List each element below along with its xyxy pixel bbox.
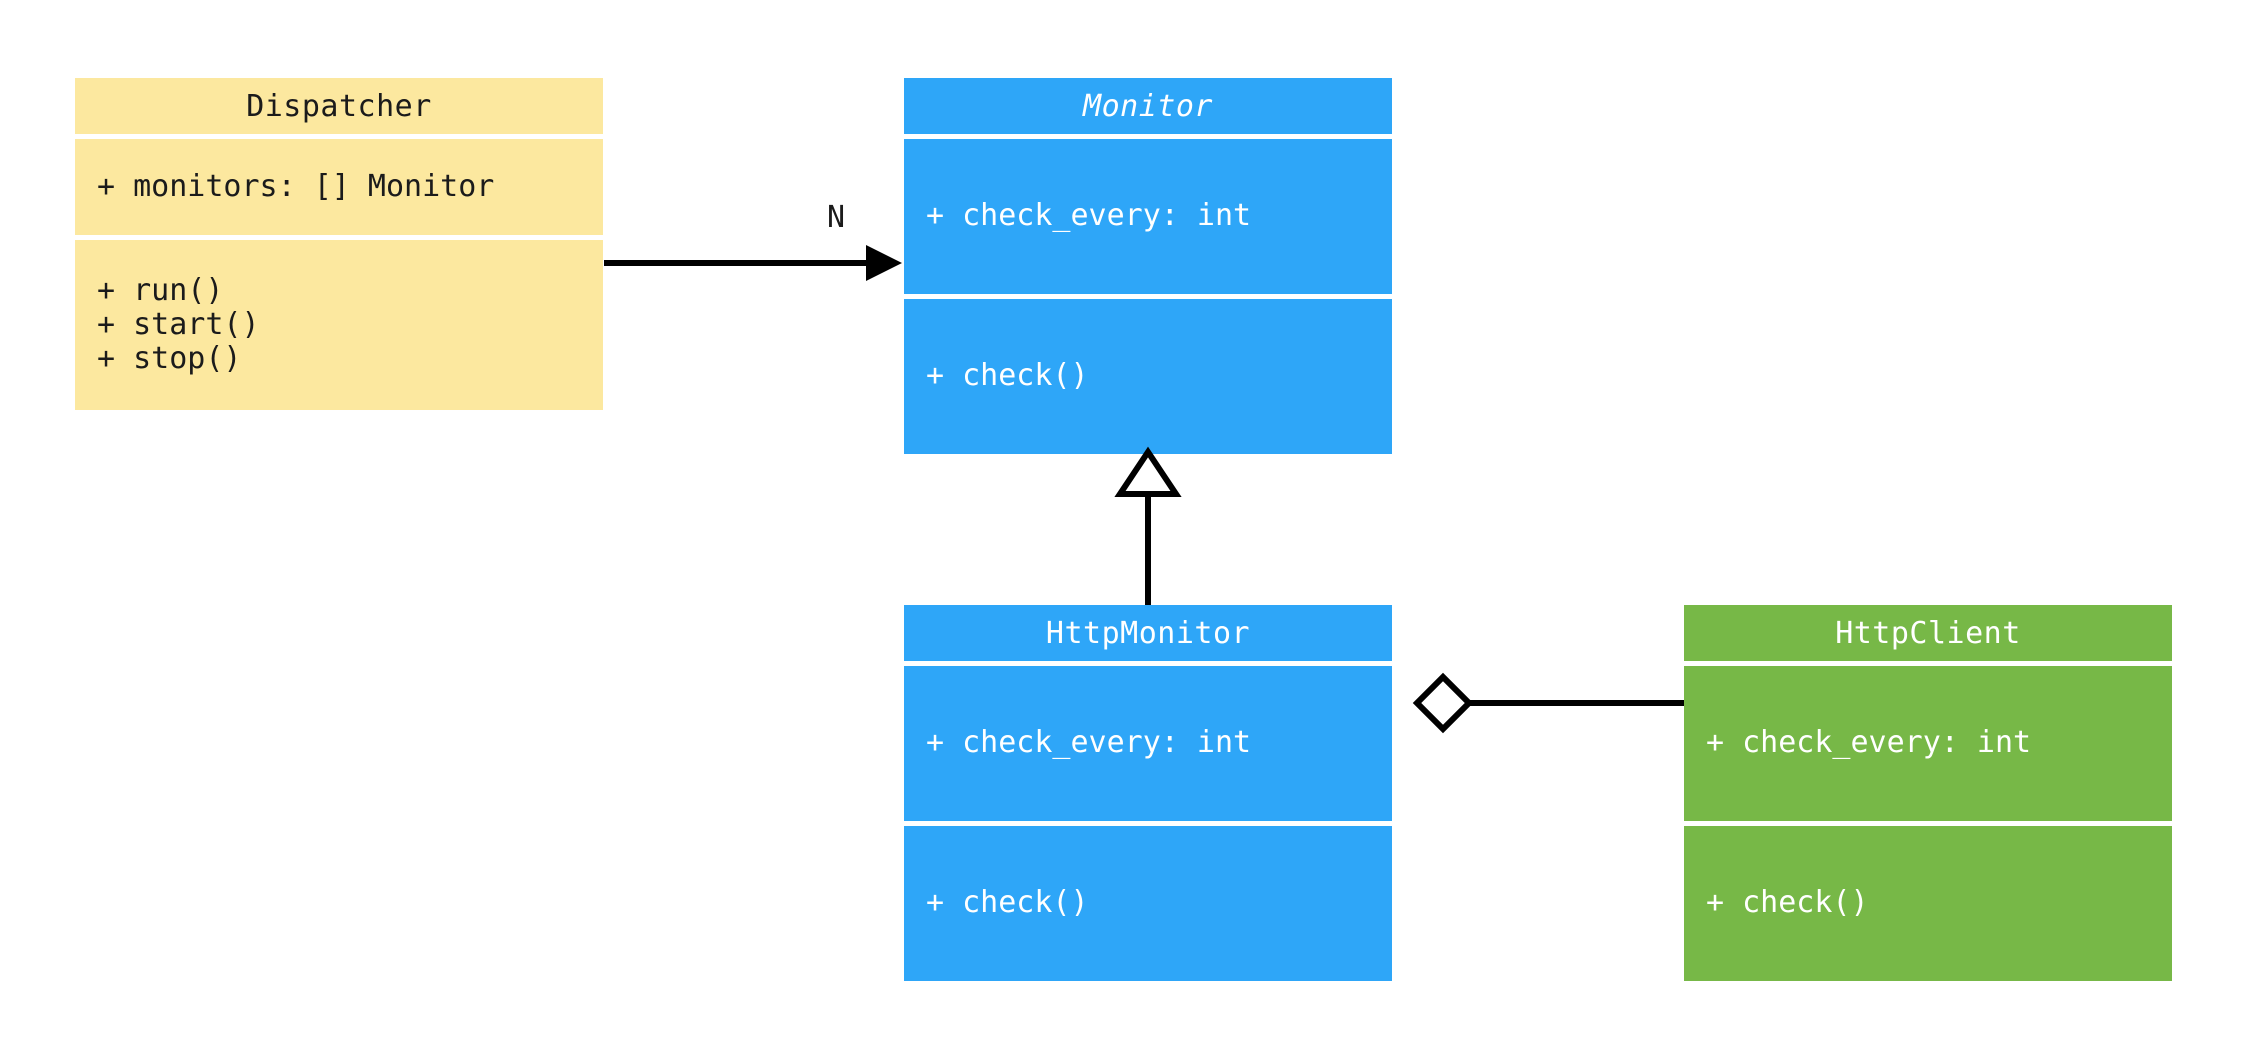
operation-row: + stop() [97,341,242,377]
class-name-httpmonitor: HttpMonitor [1045,615,1251,651]
class-box-httpclient[interactable]: HttpClient + check_every: int + check() [1684,605,2172,981]
class-title-compartment-dispatcher: Dispatcher [75,78,603,134]
operation-row: + check() [1706,885,1869,921]
attribute-row: + check_every: int [926,198,1252,234]
attribute-row: + monitors: [] Monitor [97,168,495,204]
attribute-row: + check_every: int [1706,725,2032,761]
class-title-compartment-monitor: Monitor [904,78,1392,134]
class-name-monitor: Monitor [1083,88,1213,124]
class-name-dispatcher: Dispatcher [246,88,432,124]
class-attributes-compartment-dispatcher: + monitors: [] Monitor [75,139,603,235]
operation-row: + check() [926,885,1089,921]
hollow-diamond-icon [1412,672,1474,734]
class-operations-compartment-httpclient: + check() [1684,826,2172,981]
filled-arrow-icon [866,245,902,281]
class-title-compartment-httpclient: HttpClient [1684,605,2172,661]
relationship-dispatcher-to-monitor[interactable] [604,245,902,281]
relationship-httpmonitor-aggregates-httpclient[interactable] [1412,672,1684,734]
class-title-compartment-httpmonitor: HttpMonitor [904,605,1392,661]
operation-row: + check() [926,358,1089,394]
class-name-httpclient: HttpClient [1835,615,2021,651]
class-operations-compartment-monitor: + check() [904,299,1392,454]
class-box-dispatcher[interactable]: Dispatcher + monitors: [] Monitor + run(… [75,78,603,410]
relationship-httpmonitor-inherits-monitor[interactable] [1114,446,1182,605]
hollow-triangle-icon [1114,446,1182,497]
class-attributes-compartment-httpmonitor: + check_every: int [904,666,1392,821]
class-attributes-compartment-monitor: + check_every: int [904,139,1392,294]
operation-row: + start() [97,306,260,342]
class-box-monitor[interactable]: Monitor + check_every: int + check() [904,78,1392,454]
class-attributes-compartment-httpclient: + check_every: int [1684,666,2172,821]
operation-row: + run() [97,272,224,308]
class-box-httpmonitor[interactable]: HttpMonitor + check_every: int + check() [904,605,1392,981]
relationship-label-multiplicity: N [827,200,846,235]
class-operations-compartment-httpmonitor: + check() [904,826,1392,981]
attribute-row: + check_every: int [926,725,1252,761]
class-operations-compartment-dispatcher: + run() + start() + stop() [75,240,603,410]
